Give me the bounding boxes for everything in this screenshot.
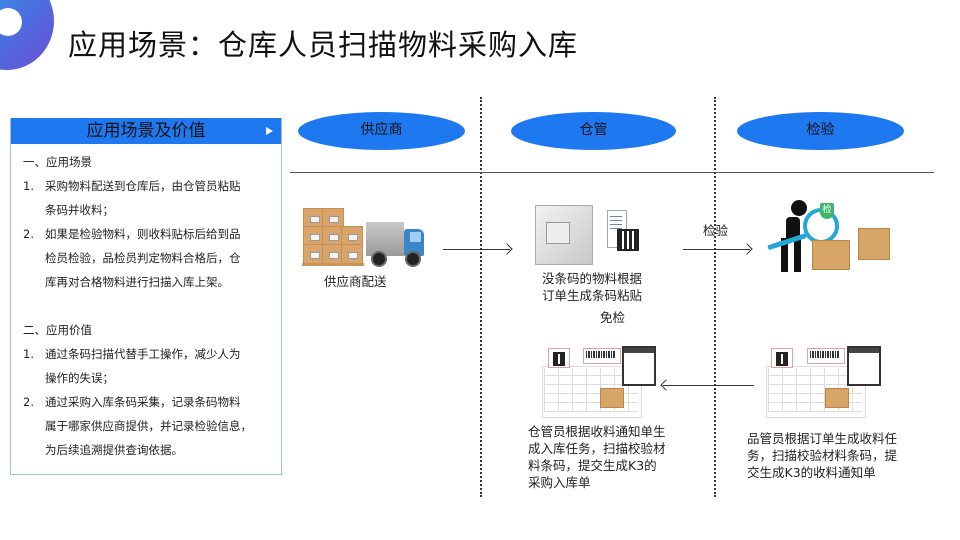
list-item: 1. 采购物料配送到仓库后，由仓管员粘贴 条码并收料；: [23, 174, 271, 222]
inspect-badge: 检: [820, 203, 834, 219]
supplier-delivery-label: 供应商配送: [324, 274, 387, 289]
arrow-to-warehouse-entry: [663, 385, 754, 386]
label-line: 务，扫描校验材料条码，提: [747, 448, 898, 463]
label-line: 没条码的物料根据: [542, 271, 643, 286]
label-line: 订单生成条码粘贴: [542, 288, 643, 303]
scenario-value-panel: 应用场景及价值 一、应用场景 1. 采购物料配送到仓库后，由仓管员粘贴 条码并收…: [10, 118, 282, 475]
item-text: 通过条码扫描代替手工操作，减少人为 操作的失误；: [45, 342, 271, 390]
barcode-step-label: 没条码的物料根据 订单生成条码粘贴: [542, 270, 642, 304]
header-rule: [290, 172, 934, 173]
item-number: 1.: [23, 347, 34, 361]
logo-ring-icon: [0, 0, 54, 70]
item-line: 通过条码扫描代替手工操作，减少人为: [45, 347, 241, 361]
item-number: 2.: [23, 395, 34, 409]
section-heading-scenario: 一、应用场景: [23, 155, 92, 169]
item-line: 检员检验，品检员判定物料合格后，仓: [45, 251, 241, 265]
label-line: 料条码，提交生成K3的: [528, 458, 657, 473]
item-line: 属于哪家供应商提供，并记录检验信息，: [45, 419, 252, 433]
play-triangle-icon: [266, 127, 273, 135]
arrow-to-inspection: [683, 249, 750, 250]
lane-divider: [480, 97, 482, 497]
label-line: 采购入库单: [528, 475, 591, 490]
item-line: 条码并收料；: [45, 203, 114, 217]
label-line: 品管员根据订单生成收料任: [747, 431, 898, 446]
label-line: 交生成K3的收料通知单: [747, 465, 876, 480]
label-line: 成入库任务，扫描校验材: [528, 441, 666, 456]
lane-divider: [714, 97, 716, 497]
lane-warehouse: 仓管: [511, 112, 676, 150]
list-item: 2. 通过采购入库条码采集，记录条码物料 属于哪家供应商提供，并记录检验信息， …: [23, 390, 271, 462]
lane-supplier: 供应商: [298, 112, 465, 150]
item-line: 采购物料配送到仓库后，由仓管员粘贴: [45, 179, 241, 193]
page-title: 应用场景：仓库人员扫描物料采购入库: [68, 28, 579, 62]
list-item: 2. 如果是检验物料，则收料贴标后给到品 检员检验，品检员判定物料合格后，仓 库…: [23, 222, 271, 294]
item-line: 操作的失误；: [45, 371, 114, 385]
inspect-arrow-label: 检验: [703, 223, 729, 238]
panel-header: 应用场景及价值: [11, 118, 281, 144]
item-text: 采购物料配送到仓库后，由仓管员粘贴 条码并收料；: [45, 174, 271, 222]
section-heading-value: 二、应用价值: [23, 323, 92, 337]
item-number: 1.: [23, 179, 34, 193]
item-line: 库再对合格物料进行扫描入库上架。: [45, 275, 229, 289]
arrow-to-warehouse: [443, 249, 510, 250]
panel-body: 一、应用场景 1. 采购物料配送到仓库后，由仓管员粘贴 条码并收料； 2. 如果…: [11, 144, 281, 462]
lane-inspection: 检验: [737, 112, 904, 150]
item-number: 2.: [23, 227, 34, 241]
item-text: 如果是检验物料，则收料贴标后给到品 检员检验，品检员判定物料合格后，仓 库再对合…: [45, 222, 271, 294]
section-spacer: [23, 294, 271, 318]
label-line: 仓管员根据收料通知单生: [528, 424, 666, 439]
warehouse-step-label: 仓管员根据收料通知单生 成入库任务，扫描校验材 料条码，提交生成K3的 采购入库…: [528, 423, 666, 491]
exempt-label: 免检: [600, 310, 626, 325]
item-line: 通过采购入库条码采集，记录条码物料: [45, 395, 241, 409]
item-line: 为后续追溯提供查询依据。: [45, 443, 183, 457]
qc-step-label: 品管员根据订单生成收料任 务，扫描校验材料条码，提 交生成K3的收料通知单: [747, 430, 897, 481]
item-line: 如果是检验物料，则收料贴标后给到品: [45, 227, 241, 241]
item-text: 通过采购入库条码采集，记录条码物料 属于哪家供应商提供，并记录检验信息， 为后续…: [45, 390, 271, 462]
list-item: 1. 通过条码扫描代替手工操作，减少人为 操作的失误；: [23, 342, 271, 390]
panel-title: 应用场景及价值: [86, 121, 206, 141]
